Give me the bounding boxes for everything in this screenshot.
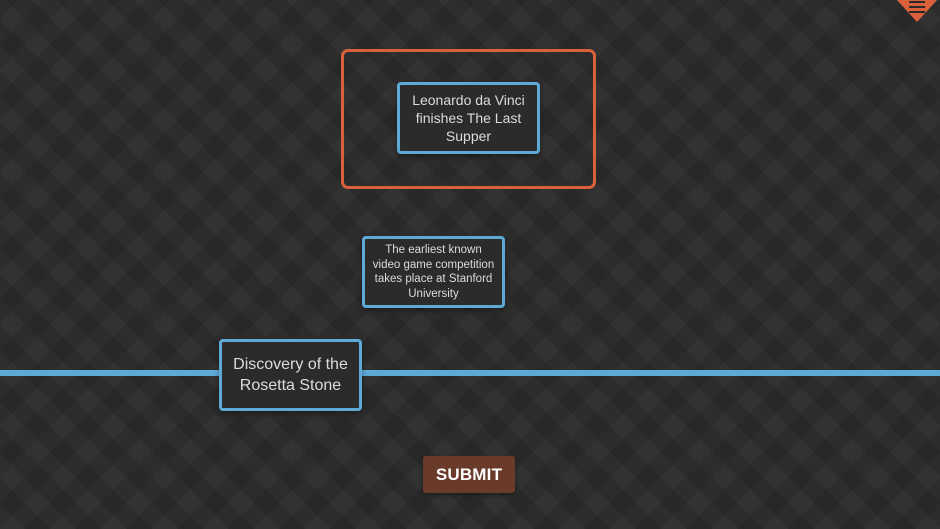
timeline-line <box>0 370 940 376</box>
event-card-text: Leonardo da Vinci finishes The Last Supp… <box>412 92 525 144</box>
event-card-video-game-competition[interactable]: The earliest known video game competitio… <box>362 236 505 308</box>
submit-button[interactable]: SUBMIT <box>423 456 515 493</box>
event-card-text: The earliest known video game competitio… <box>372 244 495 300</box>
hamburger-menu-icon <box>909 1 925 13</box>
drop-zone-target[interactable] <box>341 49 596 189</box>
menu-button[interactable] <box>894 0 940 22</box>
event-card-text: Discovery of the Rosetta Stone <box>233 356 348 394</box>
event-card-da-vinci-last-supper[interactable]: Leonardo da Vinci finishes The Last Supp… <box>397 82 540 154</box>
event-card-rosetta-stone[interactable]: Discovery of the Rosetta Stone <box>219 339 362 411</box>
